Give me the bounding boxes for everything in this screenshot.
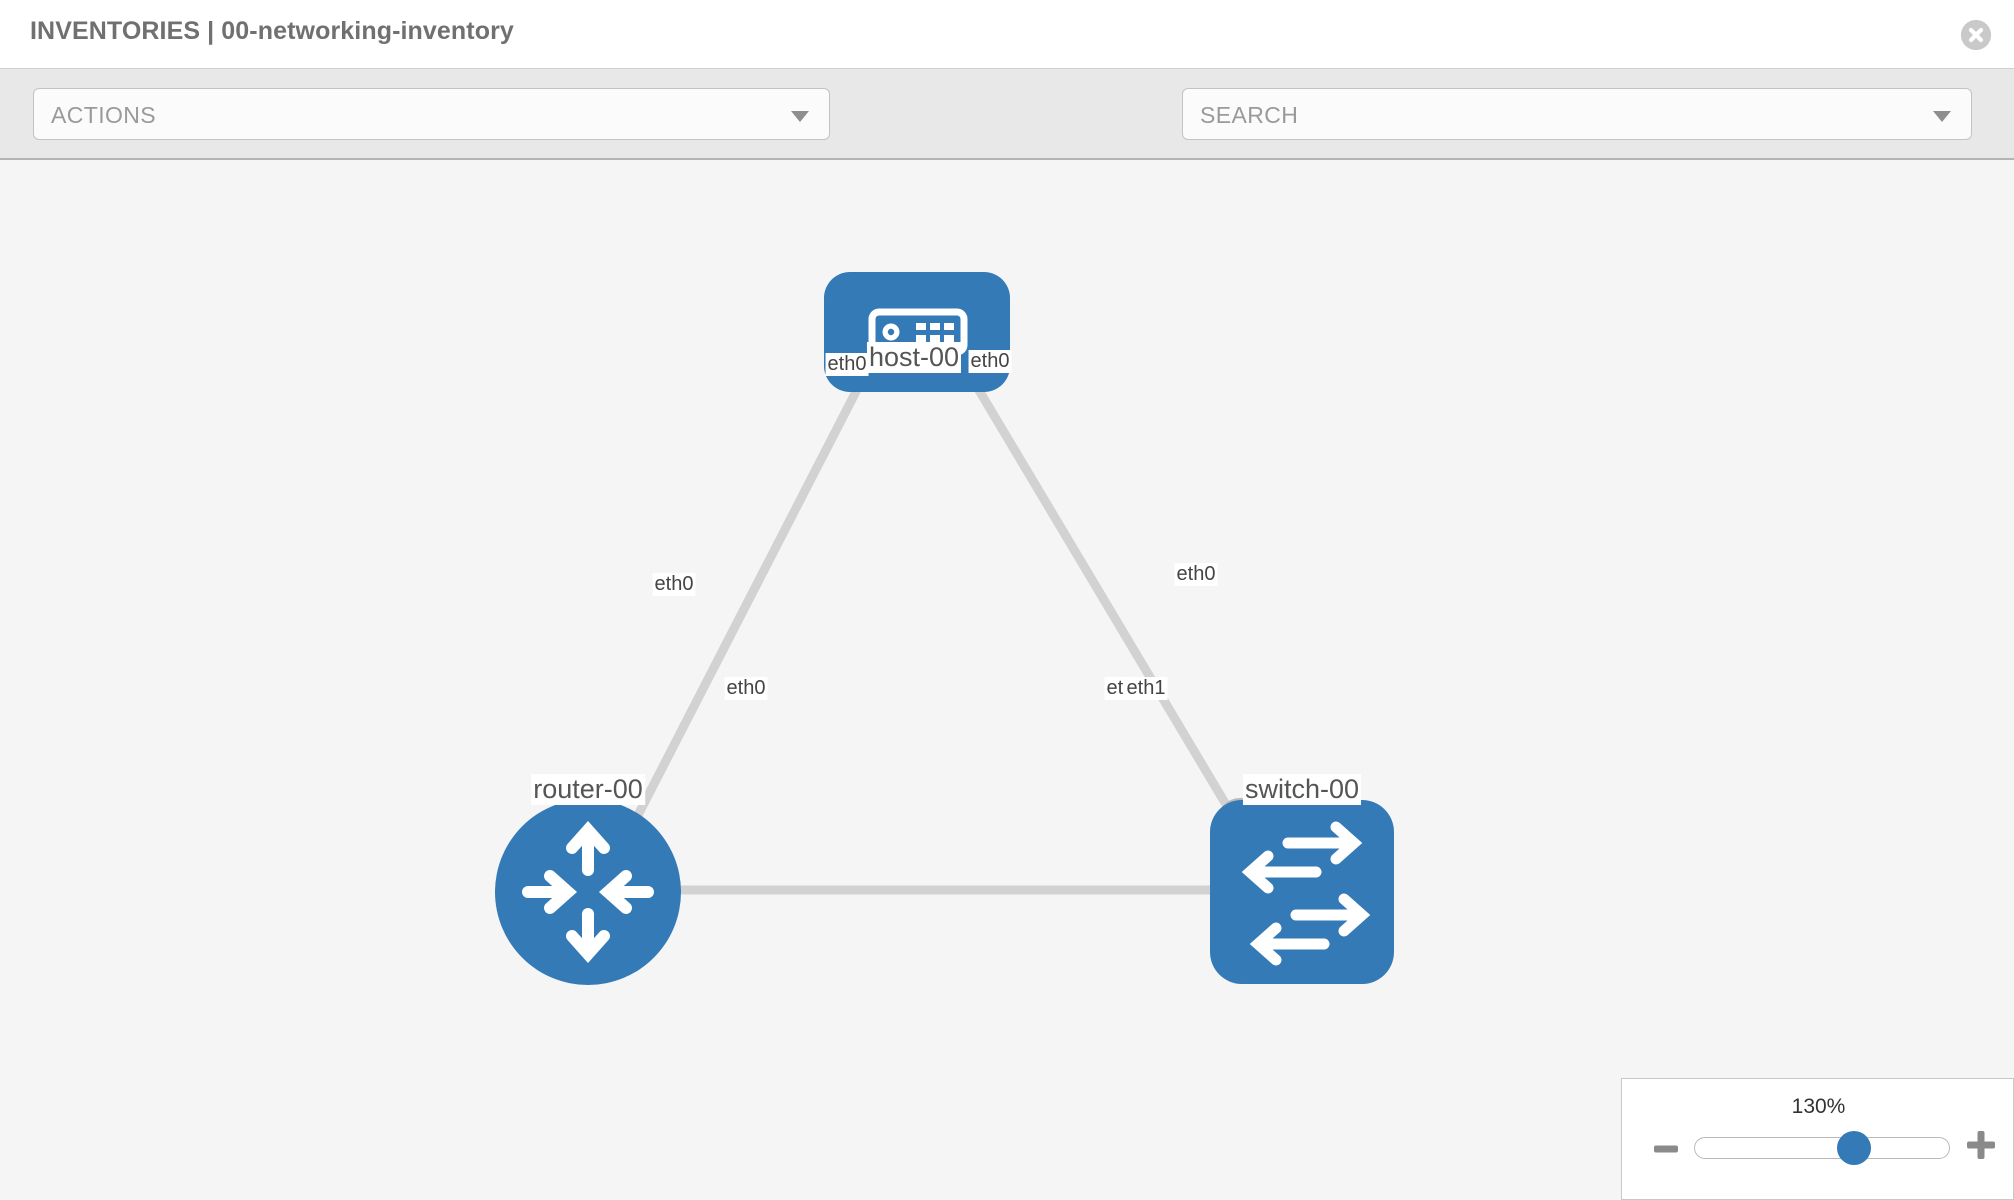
node-label-switch-00: switch-00 bbox=[1242, 774, 1362, 805]
chevron-down-icon bbox=[791, 111, 809, 122]
search-input[interactable]: SEARCH bbox=[1182, 88, 1972, 140]
node-router-00[interactable] bbox=[495, 799, 681, 985]
topology-canvas[interactable]: eth0 eth0 eth0 eth0 eth0 eth0 eth1 host-… bbox=[0, 160, 2014, 1200]
iface-label-host-eth0-right: eth0 bbox=[968, 350, 1012, 373]
connector-nubs bbox=[636, 320, 1262, 912]
zoom-slider-track[interactable] bbox=[1694, 1137, 1950, 1159]
node-label-host-00: host-00 bbox=[866, 342, 962, 373]
page-header: INVENTORIES | 00-networking-inventory bbox=[0, 0, 2014, 68]
router-four-arrows-icon bbox=[522, 820, 654, 964]
zoom-slider-thumb[interactable] bbox=[1837, 1131, 1871, 1165]
actions-dropdown-label: ACTIONS bbox=[51, 102, 157, 128]
iface-label-router-eth0-lan: eth0 bbox=[724, 677, 768, 700]
iface-label-router-eth0-uplink: eth0 bbox=[652, 573, 696, 596]
toolbar: ACTIONS SEARCH bbox=[0, 68, 2014, 199]
topology-graph bbox=[495, 272, 1394, 985]
iface-label-host-eth0-left: eth0 bbox=[825, 353, 869, 376]
node-switch-00[interactable] bbox=[1210, 800, 1394, 984]
search-placeholder: SEARCH bbox=[1200, 102, 1299, 128]
actions-dropdown[interactable]: ACTIONS bbox=[33, 88, 830, 140]
iface-label-switch-eth1-lan: eth1 bbox=[1124, 677, 1168, 700]
minus-icon[interactable] bbox=[1652, 1135, 1680, 1163]
plus-icon[interactable] bbox=[1965, 1129, 1997, 1161]
zoom-level-value: 130% bbox=[1791, 1095, 1846, 1118]
link-host-router[interactable] bbox=[615, 342, 885, 853]
switch-arrows-icon bbox=[1241, 821, 1371, 966]
iface-label-switch-eth0-uplink: eth0 bbox=[1174, 563, 1218, 586]
link-host-switch[interactable] bbox=[948, 342, 1244, 831]
chevron-down-icon[interactable] bbox=[1933, 111, 1951, 122]
node-label-router-00: router-00 bbox=[531, 774, 645, 805]
page-title: INVENTORIES | 00-networking-inventory bbox=[30, 17, 514, 45]
zoom-control-panel: 130% bbox=[1621, 1078, 2014, 1200]
close-icon[interactable] bbox=[1961, 20, 1991, 50]
